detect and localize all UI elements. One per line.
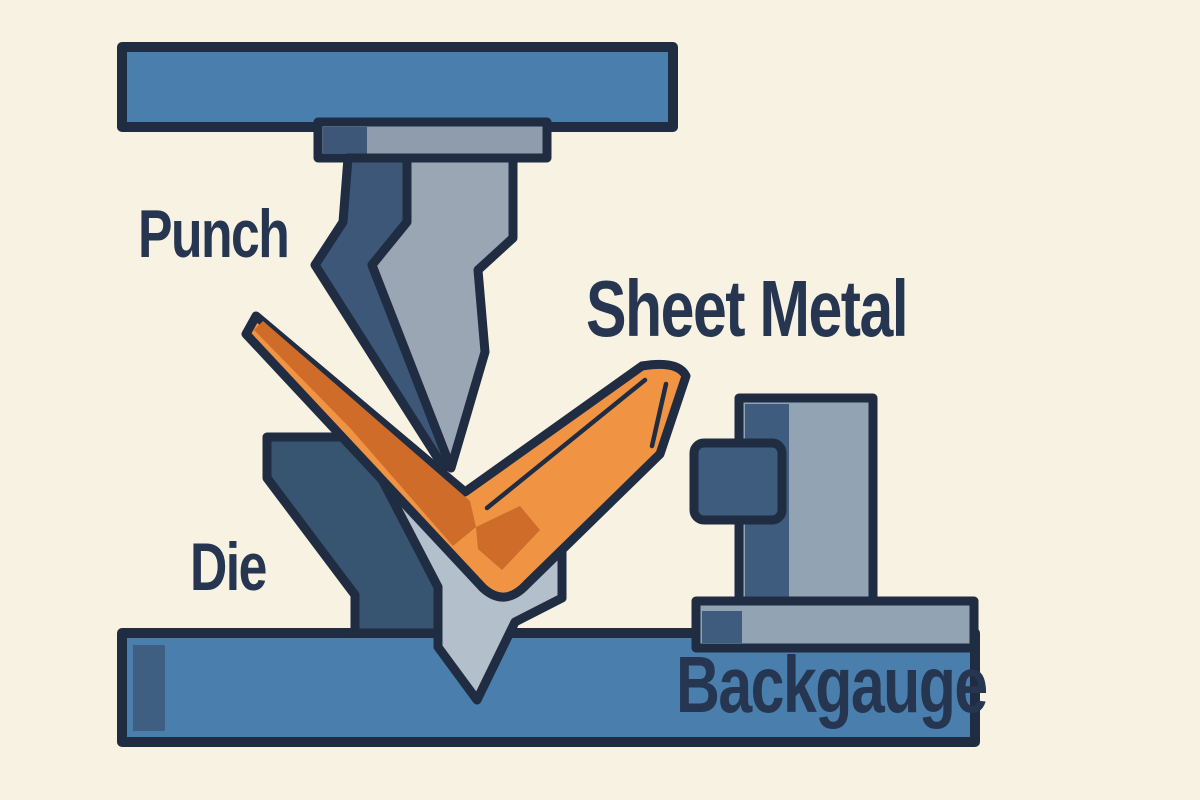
bottom-beam-end-cap [133, 645, 165, 731]
punch-shape [310, 117, 552, 473]
sheet-metal-end-edge-line [649, 381, 669, 449]
backgauge-assembly [689, 393, 979, 653]
label-die: Die [190, 529, 267, 605]
punch-front-face [367, 153, 518, 473]
punch-holder-side-face [323, 127, 367, 154]
sheet-metal-shape [241, 311, 691, 602]
label-sheet-metal: Sheet Metal [586, 264, 909, 353]
sheet-metal-edge-line [484, 377, 648, 511]
sheet-metal-underside [254, 321, 476, 546]
top-beam [117, 42, 678, 132]
sheet-metal-top-surface [241, 311, 691, 602]
label-punch: Punch [138, 196, 290, 272]
sheet-metal-bend-shadow [476, 506, 540, 570]
backgauge-base [691, 596, 979, 653]
backgauge-base-end-cap [702, 611, 742, 643]
label-backgauge: Backgauge [676, 640, 988, 729]
backgauge-finger-block [689, 438, 787, 525]
